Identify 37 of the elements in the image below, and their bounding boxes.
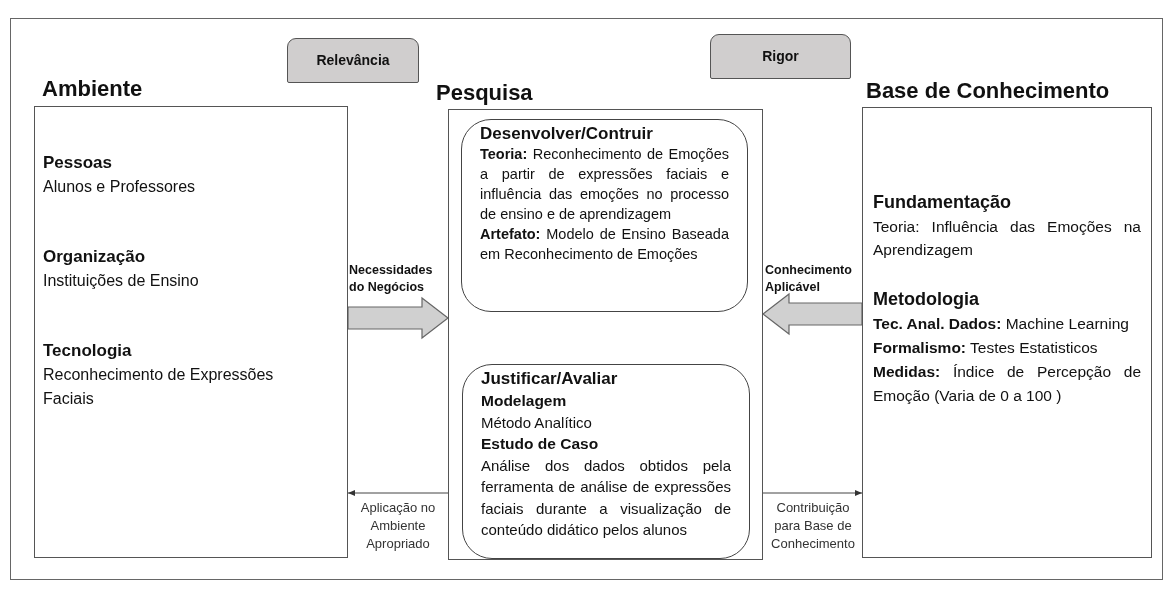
tab-box: [710, 34, 851, 79]
paragraph: Artefato: Modelo de Ensino Baseada em Reconhecimento de Emoções: [480, 225, 729, 264]
block-arrow: [347, 296, 449, 340]
arrow: [762, 490, 863, 496]
section-heading: Pesquisa: [436, 79, 533, 107]
item-title: Metodologia: [873, 288, 980, 311]
item-text: Método Analítico: [481, 412, 593, 433]
box-title: Desenvolver/Contruir: [480, 123, 654, 144]
item-title: Modelagem: [481, 391, 568, 411]
item-title: Tecnologia: [43, 340, 133, 362]
item-title: Pessoas: [43, 152, 113, 174]
item-text: Reconhecimento de Expressões Faciais: [43, 365, 275, 409]
paragraph: Teoria: Reconhecimento de Emoções a partir de expressões faciais e influência das emoções no processo de ensino e de aprendizagem: [480, 145, 729, 224]
paragraph: Formalismo: Testes Estatisticos: [873, 338, 1099, 358]
tab-label: Rigor: [762, 47, 799, 66]
section-heading: Base de Conhecimento: [865, 77, 1110, 105]
edge-label: Contribuição para Base de Conhecimento: [770, 499, 856, 553]
section-heading: Ambiente: [41, 75, 143, 103]
paragraph: Teoria: Influência das Emoções na Aprendizagem: [873, 217, 1141, 260]
item-text: Instituições de Ensino: [43, 271, 200, 291]
item-title: Organização: [43, 246, 147, 268]
edge-label: Conhecimento Aplicável: [765, 262, 853, 296]
block-arrow: [762, 292, 863, 336]
paragraph: Medidas: Índice de Percepção de Emoção (Varia de 0 a 100 ): [873, 362, 1141, 406]
edge-label: Aplicação no Ambiente Apropriado: [359, 499, 437, 553]
box-title: Justificar/Avaliar: [481, 368, 619, 390]
tab-box: [287, 38, 419, 83]
item-text: Alunos e Professores: [43, 177, 197, 197]
item-title: Estudo de Caso: [481, 434, 600, 454]
paragraph: Análise dos dados obtidos pela ferramenta de análise de expressões faciais durante a visualização de conteúdo didático pelos alunos: [481, 455, 731, 540]
paragraph: Tec. Anal. Dados: Machine Learning: [873, 314, 1130, 334]
item-title: Fundamentação: [873, 191, 1013, 214]
rounded-box: [462, 364, 750, 559]
rounded-box: [461, 119, 748, 312]
arrow: [347, 490, 449, 496]
tab-label: Relevância: [316, 51, 390, 70]
edge-label: Necessidades do Negócios: [349, 262, 434, 296]
